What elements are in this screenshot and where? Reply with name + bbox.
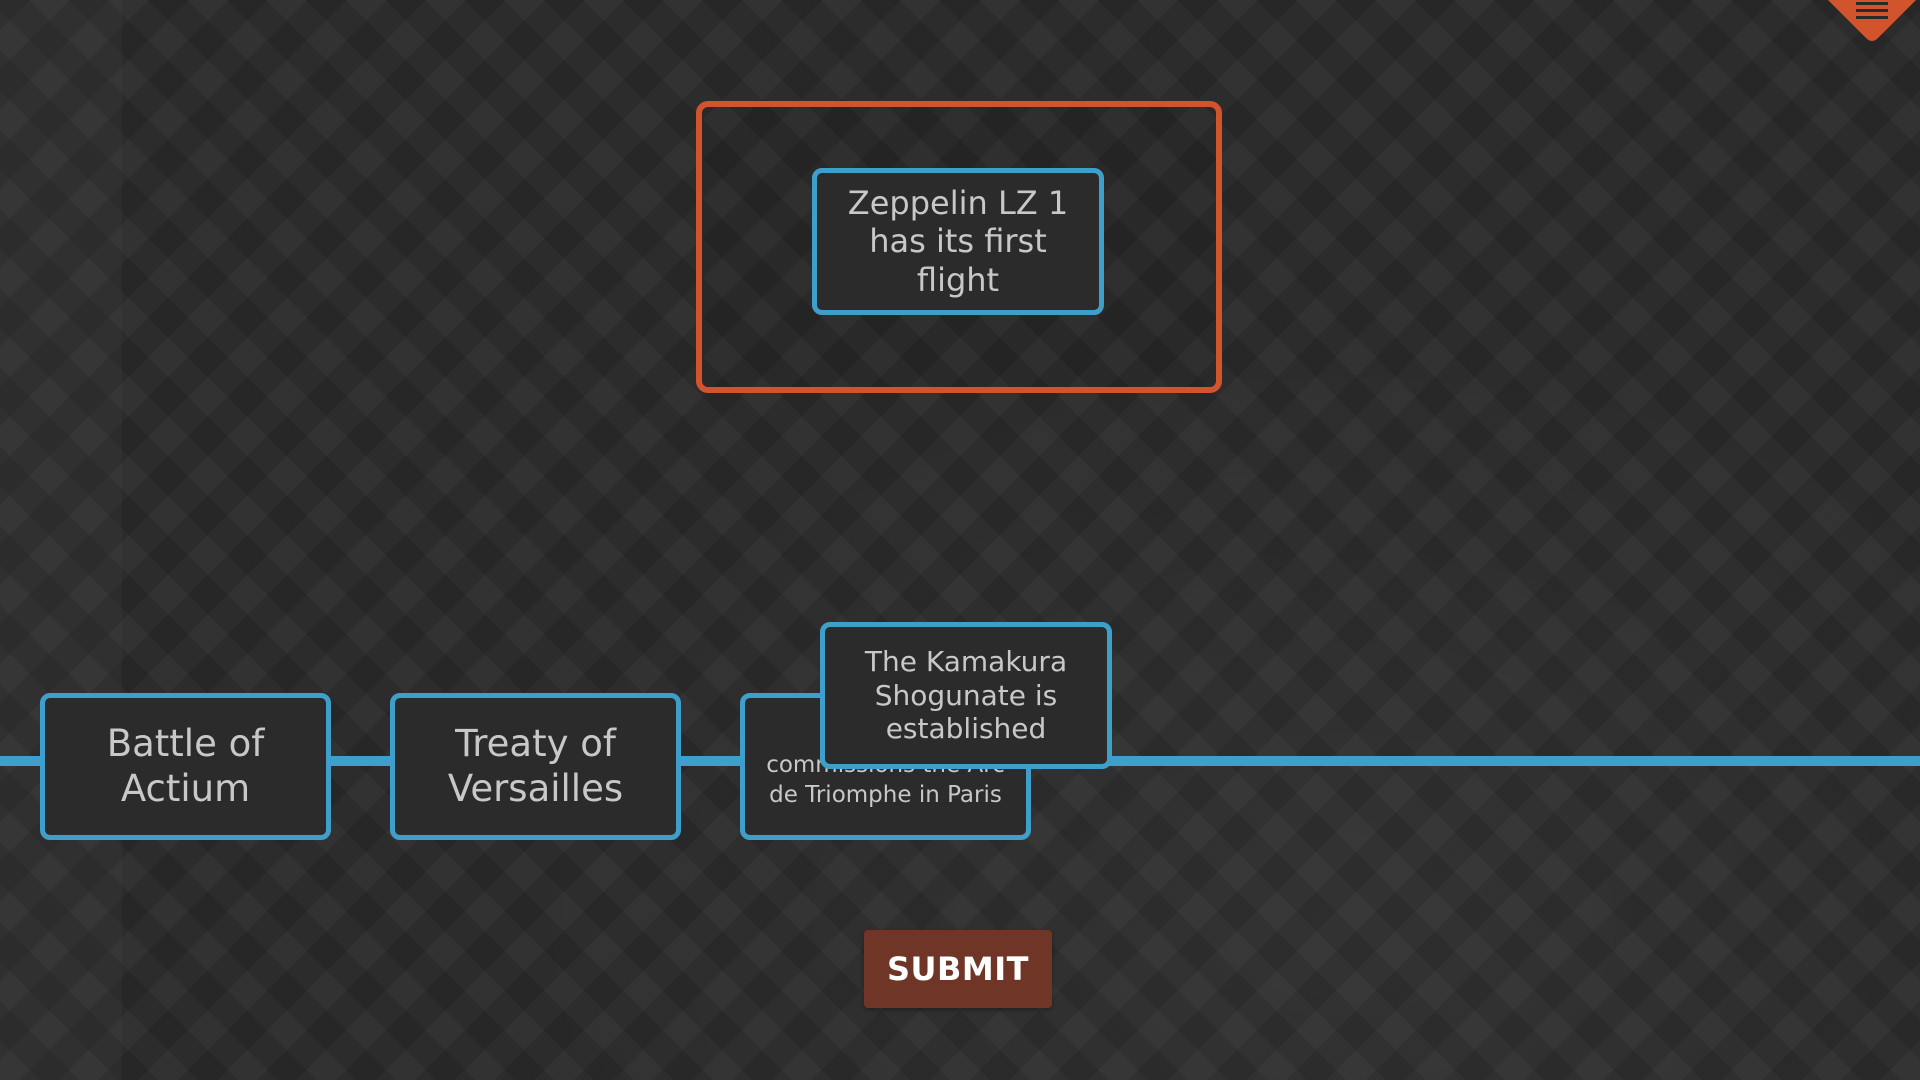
timeline-card-treaty-of-versailles[interactable]: Treaty of Versailles bbox=[390, 693, 681, 840]
submit-button[interactable]: SUBMIT bbox=[864, 930, 1052, 1008]
dragging-event-card[interactable]: The Kamakura Shogunate is established bbox=[820, 622, 1112, 769]
menu-button[interactable] bbox=[1824, 0, 1920, 46]
left-panel-shade bbox=[0, 0, 122, 1080]
active-event-card[interactable]: Zeppelin LZ 1 has its first flight bbox=[812, 168, 1104, 315]
active-event-text: Zeppelin LZ 1 has its first flight bbox=[847, 183, 1069, 299]
dragging-card-text: The Kamakura Shogunate is established bbox=[864, 645, 1068, 746]
timeline-card-battle-of-actium[interactable]: Battle of Actium bbox=[40, 693, 331, 840]
timeline-card-text: Battle of Actium bbox=[106, 722, 265, 810]
hamburger-menu-icon bbox=[1828, 0, 1916, 41]
timeline-card-text: Treaty of Versailles bbox=[447, 722, 624, 810]
